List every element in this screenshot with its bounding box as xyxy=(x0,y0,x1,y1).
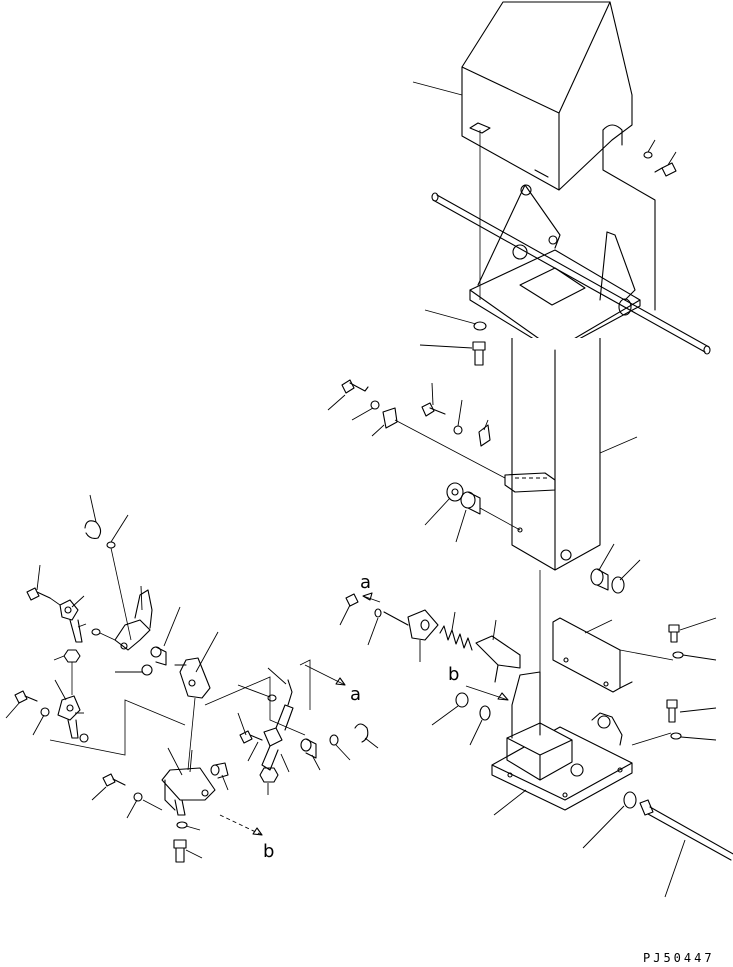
cotter-pin xyxy=(287,679,293,706)
mount-bracket xyxy=(174,657,211,699)
cover-bolt-lower xyxy=(666,699,682,740)
side-cover-plate xyxy=(552,617,633,693)
collar xyxy=(460,491,481,515)
link-plate-upper xyxy=(59,599,83,643)
linkage-bolt-2 xyxy=(14,690,50,717)
lever-upper xyxy=(114,589,153,651)
collar-washer xyxy=(446,482,464,502)
cover-bolt xyxy=(643,151,677,177)
pin-washer xyxy=(267,694,277,702)
pin-assembly xyxy=(345,593,439,641)
link-nut xyxy=(259,767,279,783)
link-collar xyxy=(300,734,339,759)
linkage-nut xyxy=(63,649,81,663)
plunger-pin xyxy=(475,635,521,683)
linkage-bolt-1 xyxy=(26,587,51,601)
long-bolt xyxy=(623,791,733,861)
post-collar-right xyxy=(590,568,625,594)
snap-ring xyxy=(84,520,102,539)
base-frame xyxy=(491,671,633,811)
lower-washer xyxy=(176,821,188,829)
link-plate-lower xyxy=(57,695,81,739)
lower-bracket xyxy=(161,767,216,816)
callout-a-left: a xyxy=(350,684,361,705)
callout-b-left: b xyxy=(263,841,274,862)
drawing-code: PJ50447 xyxy=(643,951,715,965)
small-washer xyxy=(106,541,116,549)
post-clip xyxy=(504,472,556,493)
bracket-bolt xyxy=(472,341,486,366)
top-cover xyxy=(461,1,656,311)
linkage-bolt-3 xyxy=(102,773,143,802)
side-bolt-1 xyxy=(341,379,398,429)
snap-ring-right xyxy=(354,723,369,743)
callout-b-right: b xyxy=(448,664,459,685)
vertical-post xyxy=(511,338,601,571)
bracket-collar xyxy=(210,762,229,779)
callout-a-right: a xyxy=(360,572,371,593)
base-collar xyxy=(455,692,491,721)
spring xyxy=(439,625,473,651)
bracket-washer xyxy=(473,321,487,331)
lower-bolt xyxy=(173,839,187,863)
shaft xyxy=(431,192,711,355)
bushing-left xyxy=(141,646,167,676)
